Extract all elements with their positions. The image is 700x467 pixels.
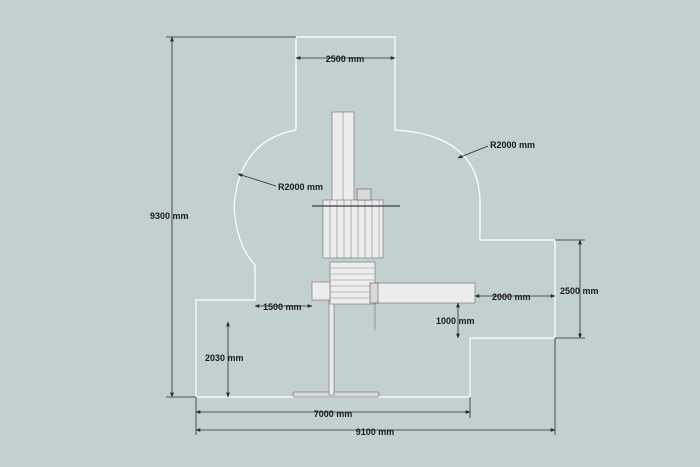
dim-right-height: 2500 mm [560, 286, 599, 296]
dim-radius-right-line [457, 145, 489, 159]
playset [292, 111, 476, 398]
dim-radius-right: R2000 mm [490, 140, 535, 150]
swing-beam [328, 299, 335, 396]
dim-top-width: 2500 mm [326, 54, 365, 64]
ground-base [292, 391, 380, 398]
steering-wheel-box [356, 188, 372, 201]
dim-total-width: 9100 mm [356, 427, 395, 437]
tower-roof [322, 199, 384, 259]
dim-radius-left: R2000 mm [278, 182, 323, 192]
slide [374, 282, 476, 304]
dim-total-height: 9300 mm [150, 211, 189, 221]
dim-right-offset: 1000 mm [436, 316, 475, 326]
dim-slide-extension: 2000 mm [492, 292, 531, 302]
dim-left-lower-height: 2030 mm [205, 353, 244, 363]
dim-radius-left-line [237, 173, 277, 187]
left-step [311, 281, 331, 301]
dim-inner-width: 7000 mm [314, 409, 353, 419]
safety-zone-outline [195, 36, 556, 398]
slide-lip [369, 282, 379, 304]
dim-left-offset: 1500 mm [263, 302, 302, 312]
